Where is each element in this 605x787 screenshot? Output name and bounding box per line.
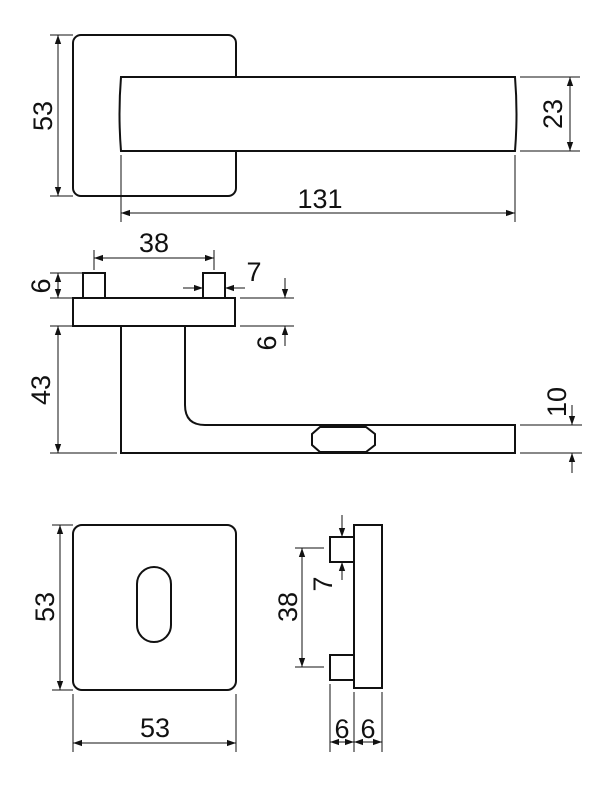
escutcheon-width-label: 53 [140,713,170,743]
lever-grip-oval [311,426,376,453]
pin [329,536,355,563]
keyhole [136,566,172,643]
escutcheon-pin-spacing-label: 38 [273,592,303,622]
escutcheon-plate [72,524,237,691]
rose-thickness-label: 6 [252,335,282,350]
lever-outline [118,76,518,152]
pin [329,654,355,681]
rose-base [72,297,236,327]
lever-width-label: 23 [538,99,568,129]
pin [202,272,226,299]
lever-length-label: 131 [297,184,342,214]
escutcheon-side-plate [353,524,383,689]
pin [82,272,106,299]
rose-outline [72,34,237,197]
pin-width-label: 7 [246,257,261,287]
pin-spacing-label: 38 [139,228,169,258]
escutcheon-side-view: 38 7 6 6 [273,515,383,752]
side-view: 38 7 6 6 43 10 [26,228,582,473]
lever-thickness-label: 10 [542,387,572,417]
escutcheon-height-label: 53 [30,592,60,622]
lever-side-outline [120,326,516,454]
plate-thickness-label: 6 [360,714,375,744]
top-view: 53 131 23 [28,34,580,222]
rose-height-label: 53 [28,101,58,131]
pin-height-label: 6 [26,278,56,293]
projection-label: 43 [26,375,56,405]
pin-depth-label: 6 [334,714,349,744]
escutcheon-front-view: 53 53 [30,524,237,752]
escutcheon-pin-width-label: 7 [308,576,338,591]
